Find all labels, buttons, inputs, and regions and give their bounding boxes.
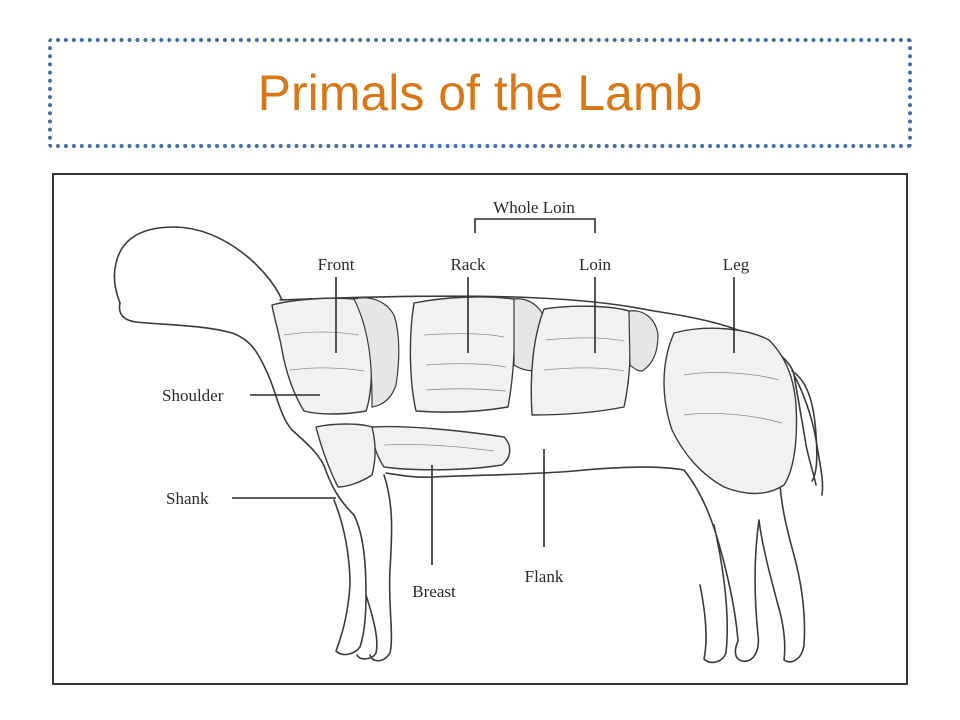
label-leg: Leg: [723, 255, 750, 274]
loin-face: [628, 310, 659, 372]
label-shoulder: Shoulder: [162, 386, 224, 405]
tail-outline: [791, 370, 818, 482]
front-face: [353, 297, 400, 408]
label-breast: Breast: [412, 582, 456, 601]
leader-lines: [232, 218, 735, 565]
lamb-illustration: Whole Loin Front Rack Loin Leg Shoulder …: [113, 198, 824, 664]
label-whole-loin: Whole Loin: [493, 198, 575, 217]
leg-cut: [663, 327, 798, 495]
title-box: Primals of the Lamb: [48, 38, 912, 148]
label-front: Front: [318, 255, 355, 274]
label-flank: Flank: [525, 567, 564, 586]
shank-cut: [315, 423, 376, 488]
lamb-diagram: Whole Loin Front Rack Loin Leg Shoulder …: [52, 173, 908, 685]
rack-cut: [409, 296, 516, 413]
page-title: Primals of the Lamb: [257, 65, 703, 121]
label-loin: Loin: [579, 255, 612, 274]
label-shank: Shank: [166, 489, 209, 508]
loin-cut: [530, 305, 632, 416]
breast-cut: [371, 425, 511, 471]
label-rack: Rack: [451, 255, 486, 274]
front-cut: [271, 297, 373, 415]
